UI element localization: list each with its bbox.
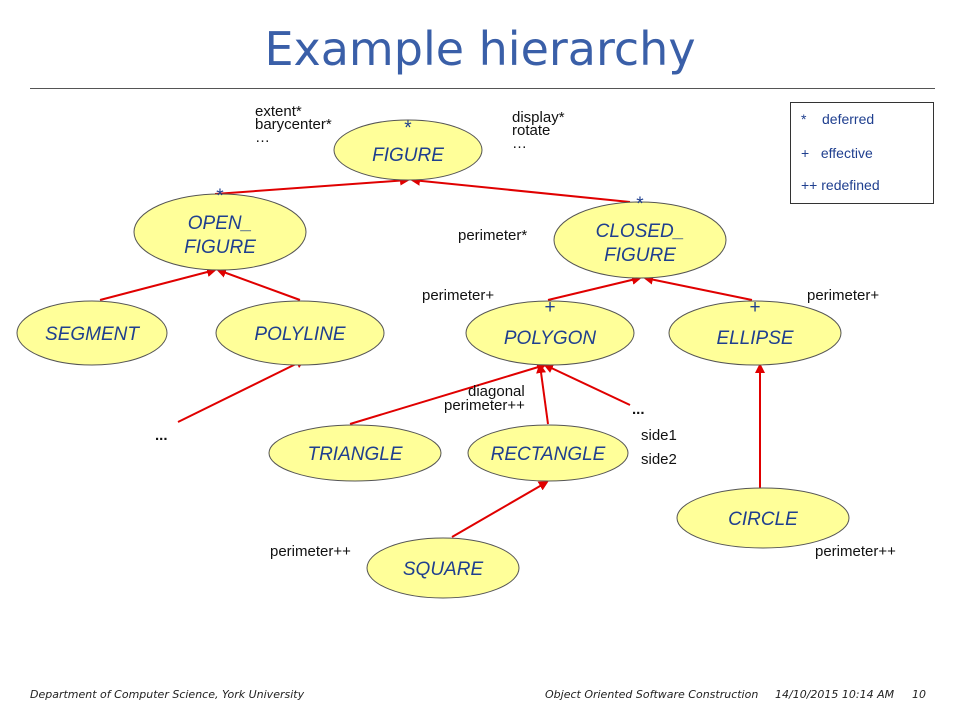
inherit-arrow-open_figure-to-figure: [214, 175, 410, 195]
feature-annotation-polyline-more: ...: [155, 427, 168, 444]
class-status-mark: *: [216, 186, 224, 207]
feature-annotation-figure-right: display*: [512, 109, 565, 126]
legend-item-deferred: * deferred: [801, 111, 875, 127]
class-name-label: OPEN_: [188, 213, 252, 234]
class-name-label: POLYLINE: [254, 324, 346, 345]
class-name-label: SEGMENT: [45, 324, 140, 345]
feature-annotation-rectangle-right: side2: [641, 451, 677, 468]
class-node-open-figure: * OPEN_ FIGURE: [133, 186, 307, 271]
feature-annotation-rectangle-right: side1: [641, 427, 677, 444]
class-status-mark: *: [636, 194, 644, 215]
class-node-closed-figure: * CLOSED_ FIGURE: [553, 194, 727, 279]
class-node-circle: CIRCLE: [676, 487, 850, 549]
footer-department: Department of Computer Science, York Uni…: [30, 688, 305, 701]
inherit-arrow-rectangle-to-polygon: [536, 363, 549, 425]
class-name-label: ELLIPSE: [716, 328, 793, 349]
class-node-segment: SEGMENT: [16, 300, 168, 366]
legend: * deferred + effective ++ redefined: [790, 102, 934, 204]
class-name-label: CLOSED_: [596, 221, 685, 242]
feature-annotation-polygon: perimeter+: [422, 287, 494, 304]
inherit-arrow-polygon_more-to-polygon: [543, 363, 631, 406]
class-node-ellipse: + ELLIPSE: [668, 297, 842, 366]
feature-annotation-circle: perimeter++: [815, 543, 896, 560]
class-ellipse: [268, 424, 442, 482]
inherit-arrow-square-to-rectangle: [451, 480, 549, 538]
class-node-figure: * FIGURE: [333, 118, 483, 181]
class-ellipse: [333, 119, 483, 181]
feature-annotation-polygon-more: ...: [632, 401, 645, 418]
feature-annotation-figure-left: …: [255, 129, 270, 146]
class-name-label: SQUARE: [403, 559, 484, 580]
class-ellipse: [16, 300, 168, 366]
feature-annotation-figure-right: …: [512, 135, 527, 152]
inherit-arrow-triangle-to-polygon: [349, 362, 547, 425]
legend-item-effective: + effective: [801, 145, 873, 161]
class-node-triangle: TRIANGLE: [268, 424, 442, 482]
class-ellipse: [465, 300, 635, 366]
inherit-arrow-ellipse-to-closed_figure: [643, 274, 753, 301]
feature-annotation-ellipse: perimeter+: [807, 287, 879, 304]
feature-annotation-figure-right: rotate: [512, 122, 550, 139]
class-name-label: POLYGON: [504, 328, 597, 349]
class-name-label: CIRCLE: [728, 509, 798, 530]
class-node-square: SQUARE: [366, 537, 520, 599]
footer-page-number: 10: [912, 688, 926, 701]
class-ellipse: [676, 487, 850, 549]
class-node-polygon: + POLYGON: [465, 297, 635, 366]
feature-annotation-closed-figure: perimeter*: [458, 227, 527, 244]
class-ellipse: [366, 537, 520, 599]
class-name-label: FIGURE: [184, 237, 256, 258]
page-title: Example hierarchy: [264, 22, 696, 76]
class-ellipse: [133, 193, 307, 271]
class-node-polyline: POLYLINE: [215, 300, 385, 366]
class-ellipse: [553, 201, 727, 279]
feature-annotation-figure-left: barycenter*: [255, 116, 332, 133]
class-status-mark: +: [749, 297, 760, 318]
feature-annotation-figure-left: extent*: [255, 103, 302, 120]
footer-course: Object Oriented Software Construction: [545, 688, 759, 701]
feature-annotation-square: perimeter++: [270, 543, 351, 560]
class-name-label: FIGURE: [372, 145, 444, 166]
inherit-arrow-closed_figure-to-figure: [410, 175, 631, 203]
inherit-arrow-segment-to-open_figure: [99, 267, 217, 301]
class-name-label: TRIANGLE: [307, 444, 402, 465]
class-name-label: FIGURE: [604, 245, 676, 266]
feature-annotation-rectangle-top: diagonal: [468, 383, 525, 400]
class-ellipse: [467, 424, 629, 482]
legend-item-redefined: ++ redefined: [801, 177, 880, 193]
feature-annotation-rectangle-top: perimeter++: [444, 397, 525, 414]
inherit-arrow-polyline-to-open_figure: [216, 268, 301, 301]
class-name-label: RECTANGLE: [491, 444, 606, 465]
title-divider: [30, 88, 935, 89]
class-node-rectangle: RECTANGLE: [467, 424, 629, 482]
class-ellipse: [215, 300, 385, 366]
class-ellipse: [668, 300, 842, 366]
class-status-mark: +: [544, 297, 555, 318]
footer-date: 14/10/2015 10:14 AM: [775, 688, 895, 701]
inherit-arrow-polyline_more-to-polyline: [177, 359, 306, 423]
class-status-mark: *: [404, 118, 412, 139]
inherit-arrow-polygon-to-closed_figure: [547, 274, 642, 301]
